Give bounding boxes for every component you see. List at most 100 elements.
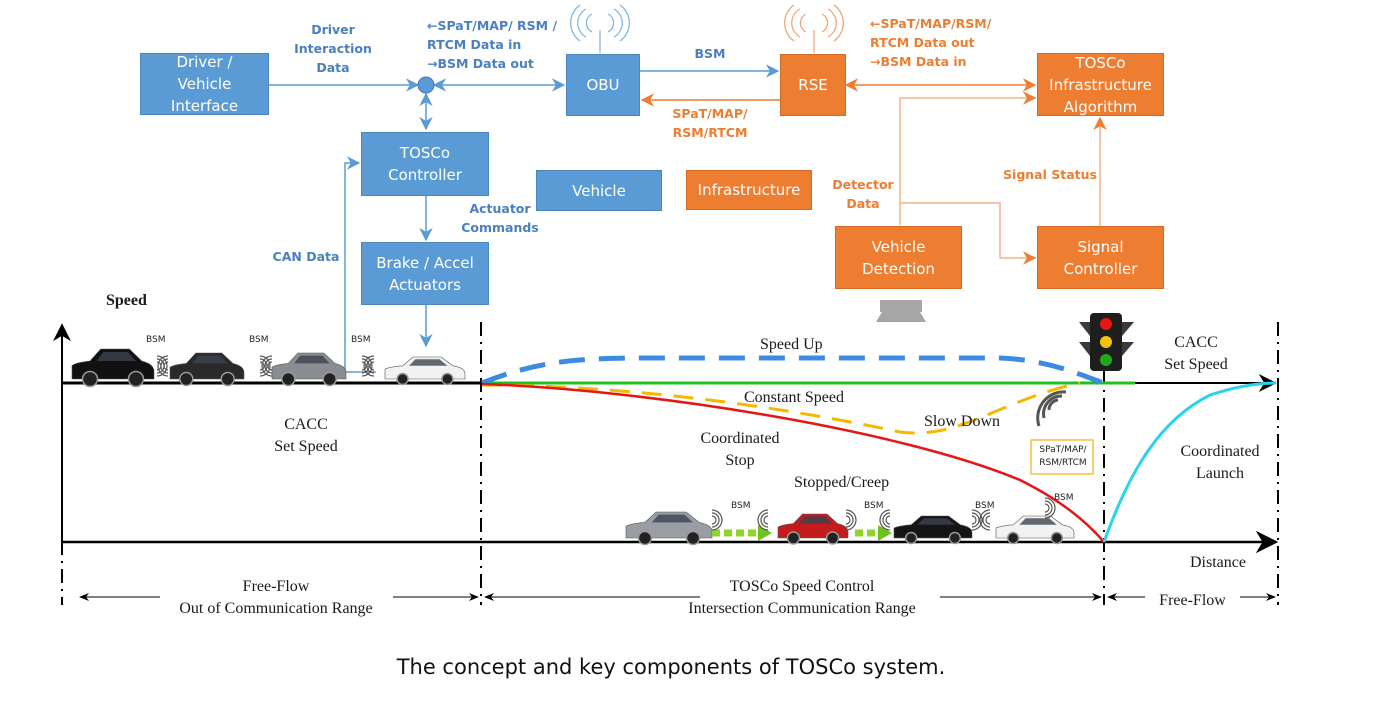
- signal-wave: [1044, 503, 1050, 513]
- label-line: Launch: [1196, 465, 1244, 482]
- wireless-broadcast-icon: [1036, 390, 1067, 427]
- signal-wave: [264, 358, 273, 374]
- label-line: ←SPaT/MAP/RSM/: [870, 16, 992, 31]
- vehicle-connectors: [269, 64, 780, 373]
- infrastructure-connectors: [844, 78, 1107, 265]
- label-line: Set Speed: [274, 438, 338, 455]
- car-coupe-white: [384, 356, 466, 386]
- car-coupe-white: [995, 515, 1075, 545]
- detector-to-signal-arrow: [900, 202, 1037, 265]
- signal-wave: [361, 361, 367, 371]
- obu-antenna-icon: [570, 4, 630, 53]
- obu-box: OBU: [566, 54, 640, 116]
- label-line: RSM/RTCM: [672, 125, 748, 140]
- legend-vehicle: Vehicle: [536, 170, 662, 211]
- signal-wave: [259, 361, 265, 371]
- signal-wave: [982, 512, 991, 528]
- label-line: TOSCo Speed Control: [729, 578, 875, 595]
- bsm-tag: BSM: [975, 501, 995, 511]
- signal-wave: [985, 515, 991, 525]
- signal-wave: [845, 509, 857, 531]
- signal-wave: [845, 515, 851, 525]
- label-line: SPaT/MAP/: [1039, 445, 1087, 455]
- broadcast-message-box: [1030, 439, 1094, 475]
- signal-status-label: Signal Status: [1003, 167, 1097, 182]
- signal-wave: [757, 509, 769, 531]
- label-line: RSM/RTCM: [1039, 458, 1087, 468]
- bsm-flow-label: BSM: [694, 46, 726, 61]
- label-line: Detector: [832, 177, 894, 192]
- label-line: Stop: [725, 452, 755, 469]
- label-line: CACC: [1174, 334, 1218, 351]
- signal-wave: [971, 509, 983, 531]
- traffic-light-icon: [1079, 313, 1134, 371]
- signal-controller-box: Signal Controller: [1037, 226, 1164, 289]
- broadcast-message-label: SPaT/MAP/ RSM/RTCM: [1034, 444, 1092, 470]
- label-line: Free-Flow: [242, 578, 310, 595]
- brake-accel-actuators-label: Brake / Accel Actuators: [376, 253, 474, 294]
- car-suv-black: [71, 348, 155, 388]
- signal-wave: [885, 515, 891, 525]
- label-line: CACC: [284, 416, 328, 433]
- signal-wave: [711, 512, 720, 528]
- label-line: RTCM Data out: [870, 35, 975, 50]
- car-sedan-black: [893, 515, 973, 545]
- label-line: ←SPaT/MAP/ RSM /: [427, 18, 558, 33]
- signal-wave: [763, 515, 769, 525]
- vehicle-detection-box: Vehicle Detection: [835, 226, 962, 289]
- car-sport-silver: [625, 511, 713, 546]
- bsm-tag: BSM: [864, 501, 884, 511]
- figure-caption: The concept and key components of TOSCo …: [396, 655, 946, 679]
- signal-wave: [971, 515, 977, 525]
- label-line: Coordinated: [1180, 443, 1260, 460]
- range-free-flow-right: Free-Flow: [1159, 592, 1226, 609]
- rse-antenna-icon: [784, 4, 844, 53]
- slow-down-label: Slow Down: [924, 413, 1001, 430]
- vehicle-detection-label: Vehicle Detection: [862, 237, 935, 278]
- label-line: Actuator: [469, 201, 531, 216]
- signal-wave: [979, 509, 991, 531]
- label-line: →BSM Data in: [870, 54, 967, 69]
- tosco-infrastructure-algorithm-box: TOSCo Infrastructure Algorithm: [1037, 53, 1164, 116]
- signal-wave: [1044, 500, 1053, 516]
- label-line: Set Speed: [1164, 356, 1228, 373]
- obu-label: OBU: [586, 76, 620, 94]
- can-data-label: CAN Data: [272, 249, 340, 264]
- rse-label: RSE: [798, 76, 828, 94]
- label-line: RTCM Data in: [427, 37, 522, 52]
- rse-algorithm-data-label: ←SPaT/MAP/RSM/ RTCM Data out →BSM Data i…: [870, 14, 991, 71]
- tosco-infrastructure-algorithm-label: TOSCo Infrastructure Algorithm: [1049, 53, 1152, 116]
- left-cacc-label: CACC Set Speed: [246, 414, 366, 458]
- driver-interaction-data-label: Driver Interaction Data: [290, 20, 376, 77]
- signal-wave: [361, 355, 373, 377]
- label-line: Interaction: [294, 41, 372, 56]
- legend-infrastructure-label: Infrastructure: [697, 181, 801, 199]
- coordinated-stop-label: Coordinated Stop: [698, 428, 782, 472]
- label-line: Commands: [461, 220, 539, 235]
- signal-wave: [157, 355, 169, 377]
- signal-wave: [156, 355, 168, 377]
- vehicle-platoon: [71, 348, 1075, 546]
- signal-wave: [845, 512, 854, 528]
- label-line: Out of Communication Range: [179, 600, 373, 617]
- signal-wave: [366, 358, 375, 374]
- stopped-creep-label: Stopped/Creep: [794, 474, 890, 491]
- speed-axis-label: Speed: [106, 292, 147, 309]
- creep-arrows: [712, 525, 892, 541]
- rse-to-obu-label: SPaT/MAP/ RSM/RTCM: [660, 104, 760, 142]
- coordinated-launch-curve: [1102, 381, 1277, 543]
- signal-wave: [760, 512, 769, 528]
- actuator-commands-label: Actuator Commands: [455, 199, 545, 237]
- speed-up-label: Speed Up: [760, 336, 823, 353]
- signal-wave: [361, 358, 370, 374]
- signal-wave: [882, 512, 891, 528]
- signal-wave: [1044, 497, 1056, 519]
- bsm-tag: BSM: [146, 335, 166, 345]
- bsm-tag: BSM: [1054, 493, 1074, 503]
- label-line: Intersection Communication Range: [688, 600, 916, 617]
- constant-speed-label: Constant Speed: [744, 389, 844, 406]
- driver-vehicle-interface-box: Driver / Vehicle Interface: [140, 53, 269, 115]
- signal-wave: [160, 358, 169, 374]
